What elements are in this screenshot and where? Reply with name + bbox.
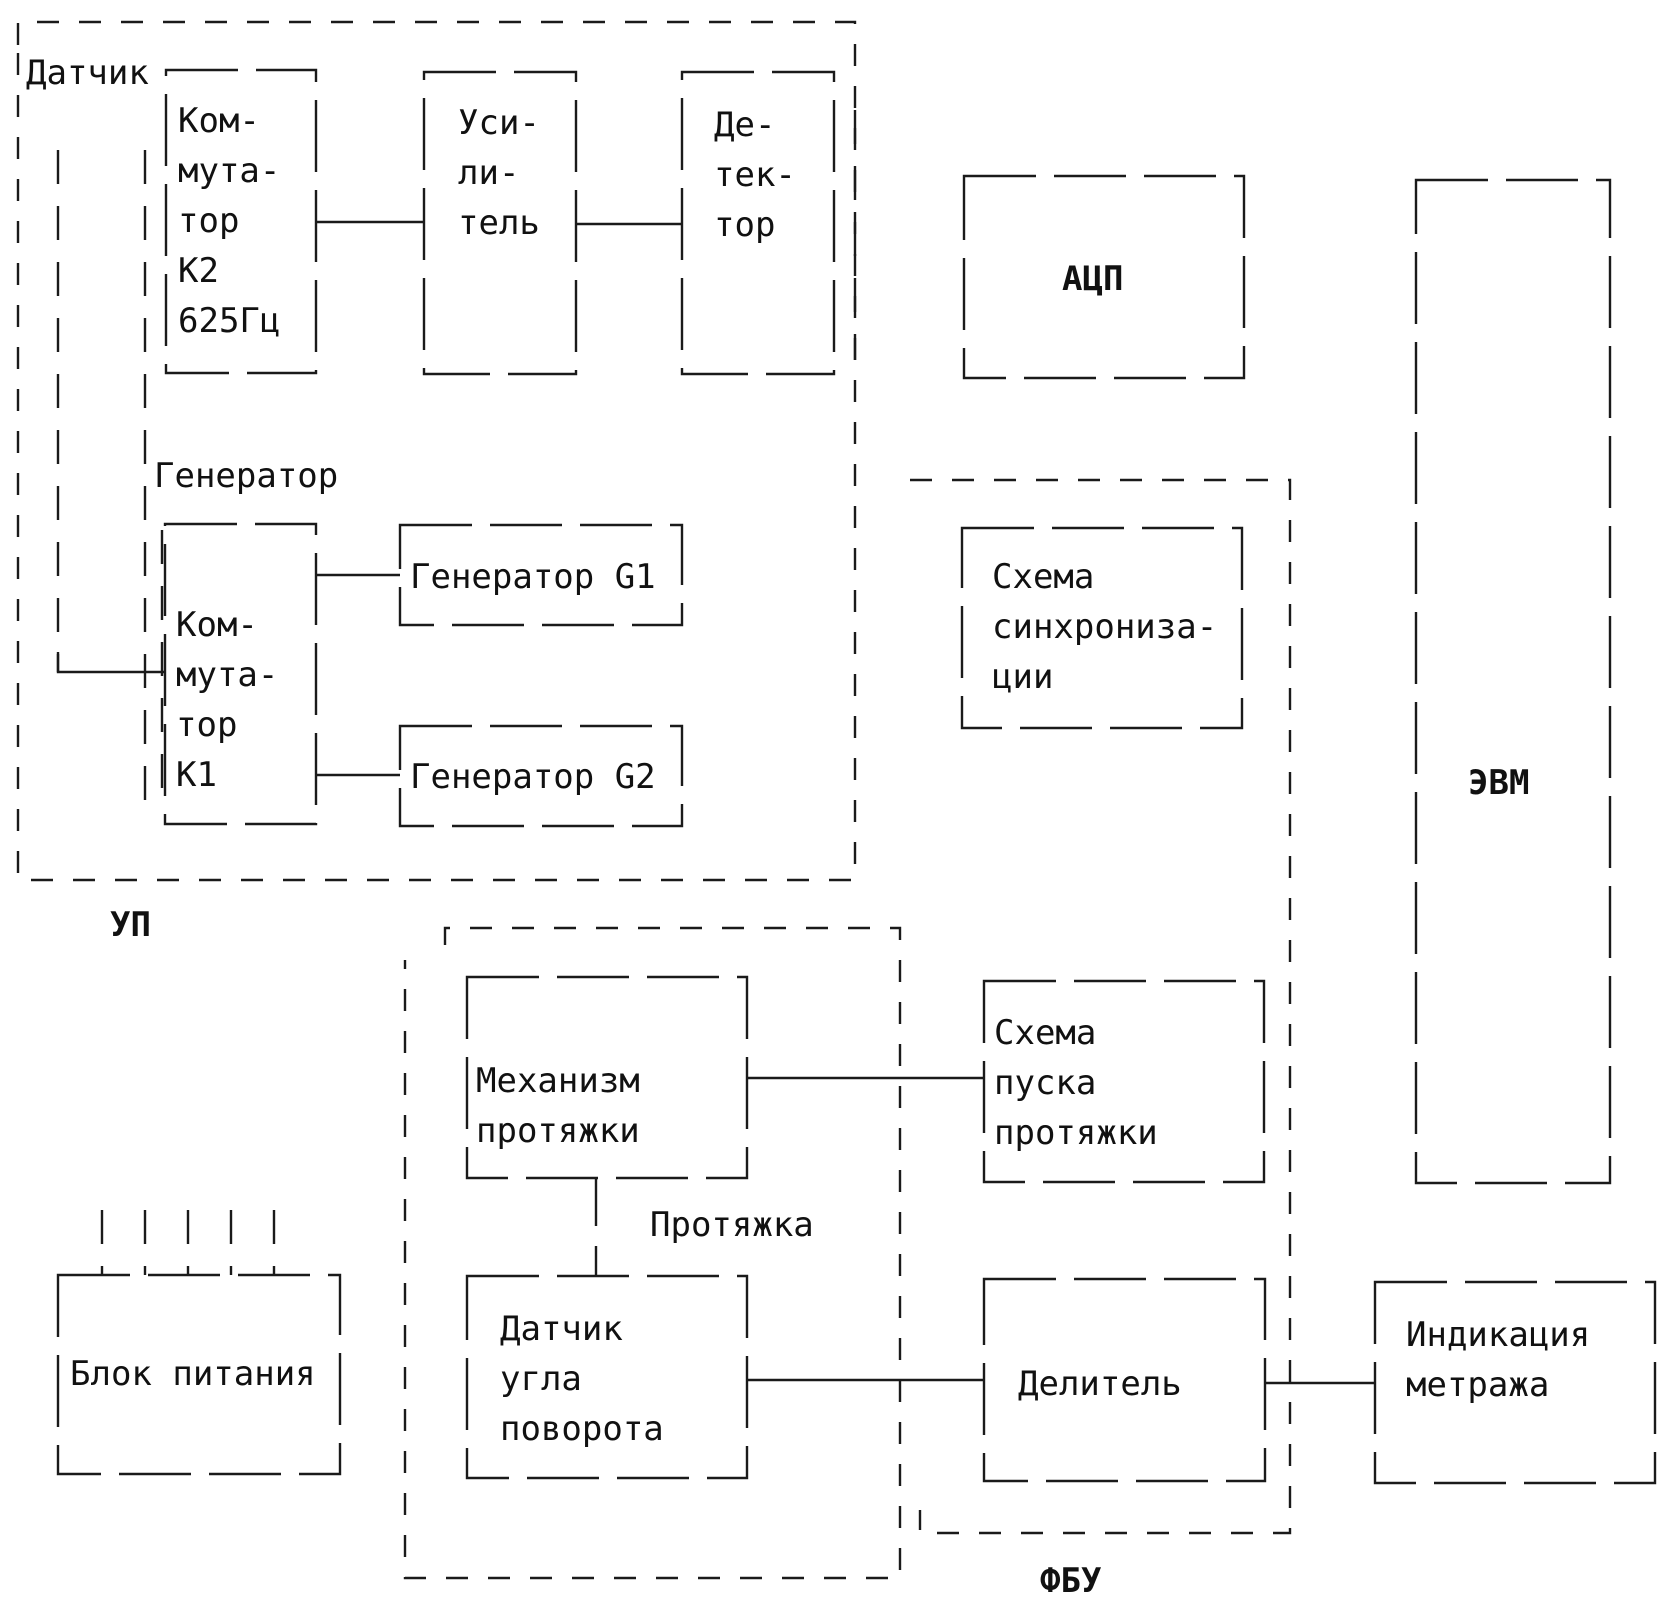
adc-box	[962, 174, 1246, 380]
svg-text:тор: тор	[714, 205, 775, 245]
draw-group-label: Протяжка	[650, 1205, 814, 1245]
svg-text:Схема: Схема	[992, 557, 1094, 597]
start-circuit-box	[982, 979, 1266, 1184]
svg-text:мута-: мута-	[178, 151, 280, 191]
commutator-k1-label: Ком- мута- тор К1	[176, 605, 278, 795]
angle-sensor-label: Датчик угла поворота	[500, 1309, 664, 1449]
svg-text:пуска: пуска	[994, 1063, 1096, 1103]
wire-sensor-k1	[56, 652, 165, 674]
start-circuit-label: Схема пуска протяжки	[994, 1013, 1158, 1153]
angle-sensor-box	[465, 1274, 749, 1480]
sensor-group-boundary	[16, 20, 857, 882]
up-group-label: УП	[110, 905, 151, 945]
sync-circuit-label: Схема синхрониза- ции	[992, 557, 1217, 697]
computer-label: ЭВМ	[1468, 763, 1529, 803]
adc-label: АЦП	[1062, 259, 1123, 299]
svg-text:метража: метража	[1406, 1365, 1549, 1405]
svg-text:Схема: Схема	[994, 1013, 1096, 1053]
fbu-group-label: ФБУ	[1040, 1561, 1101, 1601]
meter-indication-label: Индикация метража	[1406, 1315, 1590, 1405]
generator-g2-label: Генератор G2	[410, 757, 656, 797]
svg-text:Ком-: Ком-	[176, 605, 258, 645]
sensor-group-label: Датчик	[26, 53, 149, 93]
svg-text:Датчик: Датчик	[500, 1309, 623, 1349]
svg-text:Индикация: Индикация	[1406, 1315, 1590, 1355]
generator-g1-label: Генератор G1	[410, 557, 656, 597]
svg-text:Ком-: Ком-	[178, 101, 260, 141]
svg-text:К2: К2	[178, 251, 219, 291]
svg-text:мута-: мута-	[176, 655, 278, 695]
svg-text:ции: ции	[992, 657, 1053, 697]
svg-text:тек-: тек-	[714, 155, 796, 195]
svg-text:поворота: поворота	[500, 1409, 664, 1449]
divider-label: Делитель	[1018, 1364, 1182, 1404]
computer-box	[1414, 178, 1612, 1185]
power-unit-label: Блок питания	[70, 1354, 316, 1394]
svg-text:протяжки: протяжки	[994, 1113, 1158, 1153]
svg-text:ли-: ли-	[458, 153, 519, 193]
svg-text:тель: тель	[458, 203, 540, 243]
draw-group-boundary	[403, 926, 902, 1580]
svg-text:Уси-: Уси-	[458, 103, 540, 143]
commutator-k2-label: Ком- мута- тор К2 625Гц	[178, 101, 280, 341]
svg-text:протяжки: протяжки	[476, 1111, 640, 1151]
generator-g1-box	[398, 523, 684, 627]
svg-text:К1: К1	[176, 755, 217, 795]
svg-text:синхрониза-: синхрониза-	[992, 607, 1217, 647]
svg-text:625Гц: 625Гц	[178, 301, 280, 341]
power-unit-box	[56, 1273, 342, 1476]
svg-text:тор: тор	[176, 705, 237, 745]
svg-text:тор: тор	[178, 201, 239, 241]
fbu-group-boundary	[910, 478, 1292, 1535]
commutator-k1-box	[163, 522, 318, 826]
generator-group-label: Генератор	[154, 456, 338, 496]
sync-circuit-box	[960, 526, 1244, 730]
draw-mechanism-label: Механизм протяжки	[476, 1061, 640, 1151]
generator-g2-box	[398, 724, 684, 828]
svg-text:угла: угла	[500, 1359, 582, 1399]
amplifier-label: Уси- ли- тель	[458, 103, 540, 243]
svg-text:Механизм: Механизм	[476, 1061, 640, 1101]
detector-label: Де- тек- тор	[714, 105, 796, 245]
svg-text:Де-: Де-	[714, 105, 775, 145]
